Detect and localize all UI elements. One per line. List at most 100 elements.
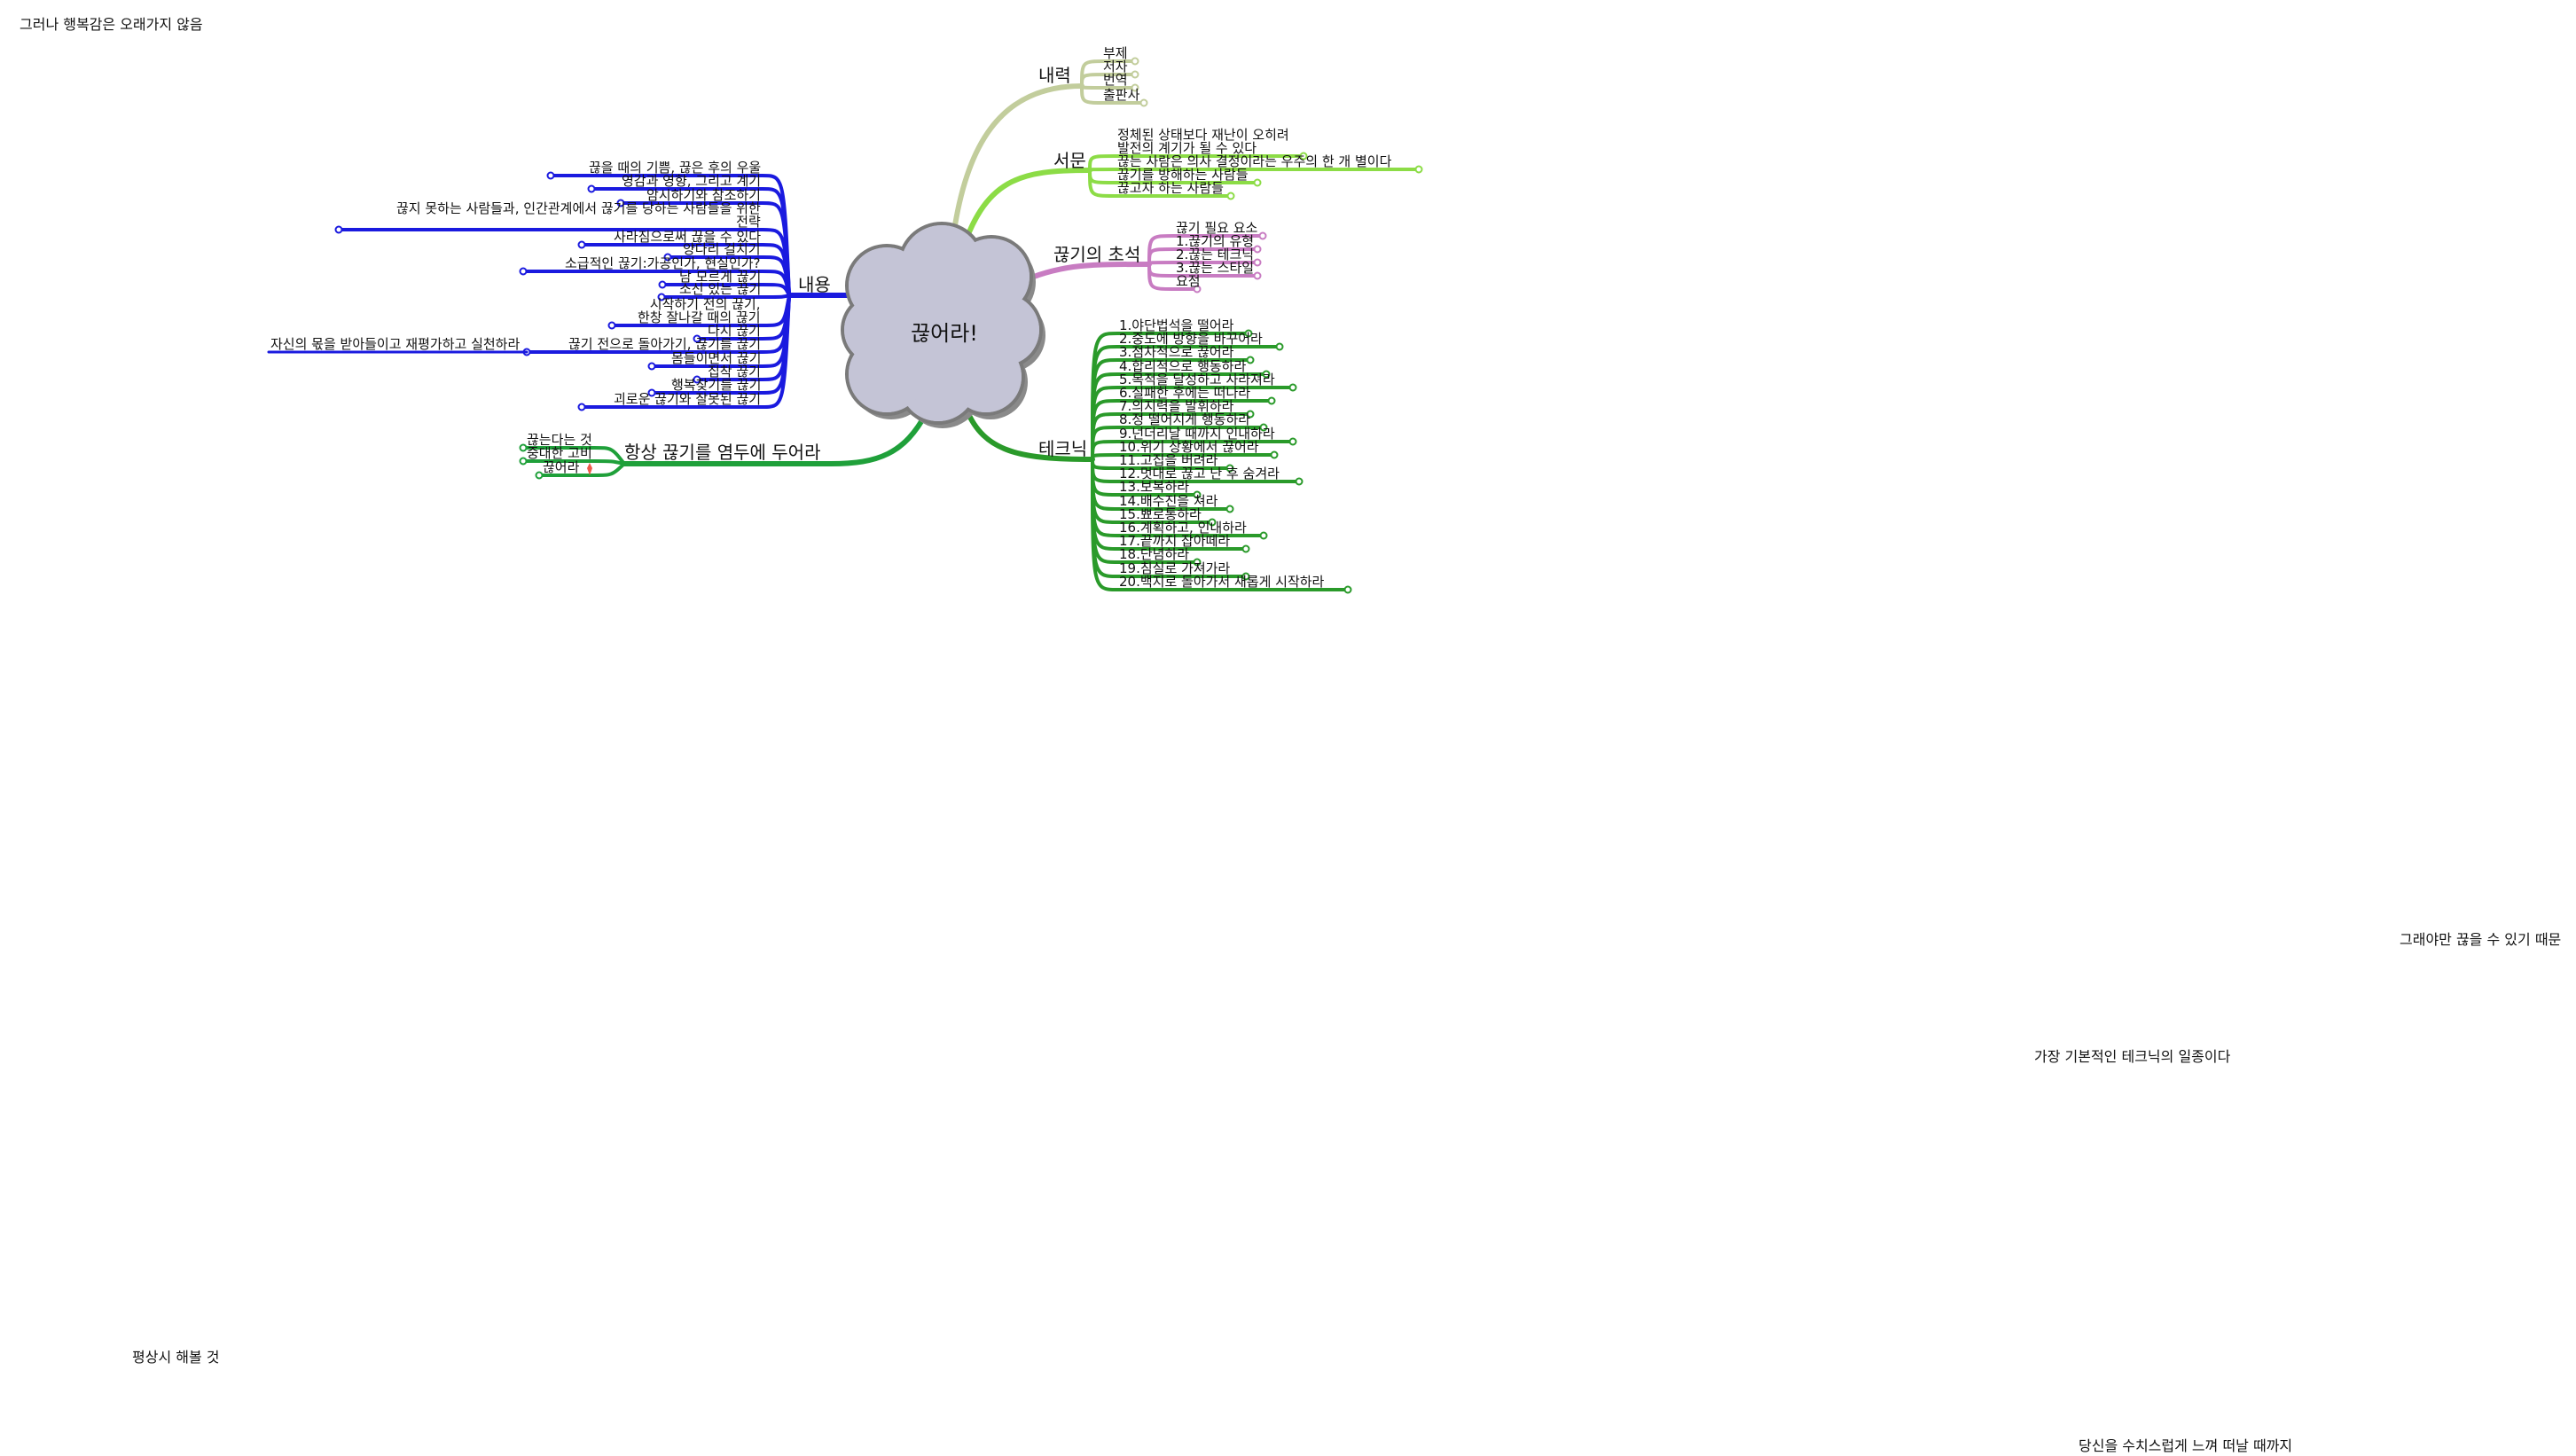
keep-in-mind-child-item[interactable]: 끊어라	[543, 459, 580, 475]
expand-node-icon[interactable]	[647, 362, 656, 371]
expand-node-icon[interactable]	[1208, 518, 1217, 527]
expand-node-icon[interactable]	[1253, 258, 1262, 267]
branch-keep-in-mind-label[interactable]: 항상 끊기를 염두에 두어라	[624, 442, 821, 463]
preface-child-item[interactable]: 끊는 사람은 의사 결정이라는 우주의 한 개 별이다	[1117, 153, 1392, 169]
contents-child-item[interactable]: 남 모르게 끊기	[679, 269, 762, 285]
expand-node-icon[interactable]	[1253, 271, 1262, 280]
technique-child-item[interactable]: 17.끝까지 잡아떼라	[1119, 533, 1231, 549]
expand-node-icon[interactable]	[1262, 370, 1271, 379]
expand-node-icon[interactable]	[1253, 178, 1262, 187]
floating-note[interactable]: 가장 기본적인 테크닉의 일종이다	[2034, 1048, 2231, 1065]
floating-note[interactable]: 그래야만 끊을 수 있기 때문	[2400, 931, 2562, 948]
contents-child-item[interactable]: 사라짐으로써 끊을 수 있다	[614, 229, 762, 245]
expand-node-icon[interactable]	[1275, 342, 1284, 351]
contents-child-item[interactable]: 집착 끊기	[708, 364, 761, 380]
contents-child-item[interactable]: 시작하기 전의 끊기, 한창 잘나갈 때의 끊기	[638, 296, 761, 325]
contents-child-item[interactable]: 몸들이면서 끊기	[671, 350, 762, 366]
expand-node-icon[interactable]	[334, 225, 343, 234]
contents-child-item[interactable]: 소급적인 끊기:가공인가, 현실인가?	[565, 255, 761, 271]
history-child-item[interactable]: 출판사	[1103, 87, 1140, 103]
expand-node-icon[interactable]	[1253, 245, 1262, 254]
expand-node-icon[interactable]	[1241, 572, 1250, 581]
expand-node-icon[interactable]	[1241, 544, 1250, 553]
branch-foundation-label[interactable]: 끊기의 초석	[1053, 244, 1141, 265]
technique-child-item[interactable]: 16.계획하고, 인내하라	[1119, 520, 1247, 536]
expand-node-icon[interactable]	[519, 443, 528, 452]
contents-child-item[interactable]: 끊을 때의 기쁨, 끊은 후의 우울	[589, 160, 762, 176]
branch-contents-label[interactable]: 내용	[798, 274, 831, 295]
expand-node-icon[interactable]	[1259, 423, 1268, 432]
expand-node-icon[interactable]	[1246, 356, 1255, 364]
expand-node-icon[interactable]	[1343, 585, 1352, 594]
foundation-child-item[interactable]: 1.끊기의 유형	[1176, 233, 1255, 249]
branch-technique-label[interactable]: 테크닉	[1038, 438, 1088, 459]
technique-child-item[interactable]: 1.야단법석을 떨어라	[1119, 317, 1234, 333]
history-child-item[interactable]: 부제	[1103, 45, 1128, 61]
expand-node-icon[interactable]	[1226, 192, 1235, 200]
central-topic[interactable]: 끊어라!	[911, 321, 978, 346]
keep-in-mind-child-item[interactable]: 중대한 고비	[527, 445, 592, 461]
preface-child-item[interactable]: 끊기를 방해하는 사람들	[1117, 167, 1249, 183]
expand-node-icon[interactable]	[519, 457, 528, 466]
technique-child-item[interactable]: 9.넌더리날 때까지 인내하라	[1119, 426, 1275, 442]
technique-child-item[interactable]: 4.합리적으로 행동하라	[1119, 358, 1247, 374]
floating-note[interactable]: 당신을 수치스럽게 느껴 떠날 때까지	[2079, 1437, 2293, 1454]
contents-child-item[interactable]: 끊기 전으로 돌아가기, 끊기를 끊기	[568, 336, 762, 352]
history-child-item[interactable]: 저자	[1103, 59, 1128, 74]
expand-node-icon[interactable]	[1131, 57, 1139, 66]
expand-node-icon[interactable]	[1193, 285, 1202, 294]
expand-node-icon[interactable]	[1131, 70, 1139, 79]
preface-child-item[interactable]: 정체된 상태보다 재난이 오히려 발전의 계기가 될 수 있다	[1117, 127, 1289, 156]
contents-child-item[interactable]: 양다리 걸치기	[683, 241, 761, 257]
expand-node-icon[interactable]	[1259, 531, 1268, 540]
expand-node-icon[interactable]	[1225, 505, 1234, 513]
technique-child-item[interactable]: 20.백지로 돌아가서 새롭게 시작하라	[1119, 574, 1325, 590]
contents-child-item[interactable]: 괴로운 끊기와 잘못된 끊기	[614, 391, 762, 407]
foundation-child-item[interactable]: 요점	[1176, 273, 1201, 289]
technique-child-item[interactable]: 3.점차적으로 끊어라	[1119, 344, 1234, 360]
expand-node-icon[interactable]	[1131, 83, 1139, 92]
contents-sub-item[interactable]: 자신의 몫을 받아들이고 재평가하고 실천하라	[270, 336, 521, 352]
expand-node-icon[interactable]	[535, 471, 544, 480]
technique-child-item[interactable]: 15.뾰로통하라	[1119, 506, 1202, 522]
expand-node-icon[interactable]	[663, 253, 672, 262]
technique-child-item[interactable]: 2.중도에 방향을 바꾸어라	[1119, 331, 1263, 347]
contents-child-item[interactable]: 소신 있는 끊기	[679, 281, 762, 297]
expand-node-icon[interactable]	[587, 184, 596, 193]
contents-child-item[interactable]: 다시 끊기	[708, 323, 761, 339]
floating-note[interactable]: 평상시 해볼 것	[132, 1349, 220, 1366]
technique-child-item[interactable]: 8.정 떨어지게 행동하라	[1119, 411, 1251, 427]
expand-node-icon[interactable]	[546, 171, 555, 180]
expand-node-icon[interactable]	[577, 240, 586, 249]
expand-node-icon[interactable]	[607, 321, 616, 330]
expand-node-icon[interactable]	[1295, 477, 1304, 486]
expand-node-icon[interactable]	[1139, 98, 1148, 107]
expand-node-icon[interactable]	[1299, 152, 1308, 160]
branch-preface-label[interactable]: 서문	[1053, 150, 1086, 171]
contents-child-item[interactable]: 영감과 영향, 그리고 계기	[622, 173, 762, 189]
expand-node-icon[interactable]	[657, 293, 666, 301]
technique-child-item[interactable]: 6.실패한 후에는 떠나라	[1119, 385, 1251, 401]
expand-node-icon[interactable]	[1193, 558, 1202, 567]
expand-node-icon[interactable]	[1288, 437, 1297, 446]
expand-node-icon[interactable]	[1246, 410, 1255, 419]
technique-child-item[interactable]: 13.보복하라	[1119, 479, 1190, 495]
expand-node-icon[interactable]	[1258, 231, 1267, 240]
contents-child-item[interactable]: 끊지 못하는 사람들과, 인간관계에서 끊기를 당하는 사람들을 위한 전략	[396, 200, 761, 230]
floating-note[interactable]: 그러나 행복감은 오래가지 않음	[20, 16, 203, 33]
technique-child-item[interactable]: 10.위기 상황에서 끊어라	[1119, 439, 1259, 455]
contents-child-item[interactable]: 행복찾기를 끊기	[671, 377, 762, 393]
expand-node-icon[interactable]	[1267, 396, 1276, 405]
expand-node-icon[interactable]	[647, 388, 656, 397]
preface-child-item[interactable]: 끊고자 하는 사람들	[1117, 180, 1224, 196]
expand-node-icon[interactable]	[1193, 490, 1202, 499]
technique-child-item[interactable]: 19.침실로 가져가라	[1119, 560, 1231, 576]
keep-in-mind-child-item[interactable]: 끊는다는 것	[527, 432, 592, 448]
technique-child-item[interactable]: 14.배수진을 쳐라	[1119, 493, 1218, 509]
contents-child-item[interactable]: 암시하기와 참조하기	[646, 187, 761, 203]
foundation-child-item[interactable]: 끊기 필요 요소	[1176, 220, 1258, 236]
expand-node-icon[interactable]	[658, 280, 667, 289]
central-topic-cloud[interactable]	[841, 222, 1045, 428]
technique-child-item[interactable]: 18.단념하라	[1119, 546, 1190, 562]
technique-child-item[interactable]: 11.고집을 버려라	[1119, 452, 1218, 468]
